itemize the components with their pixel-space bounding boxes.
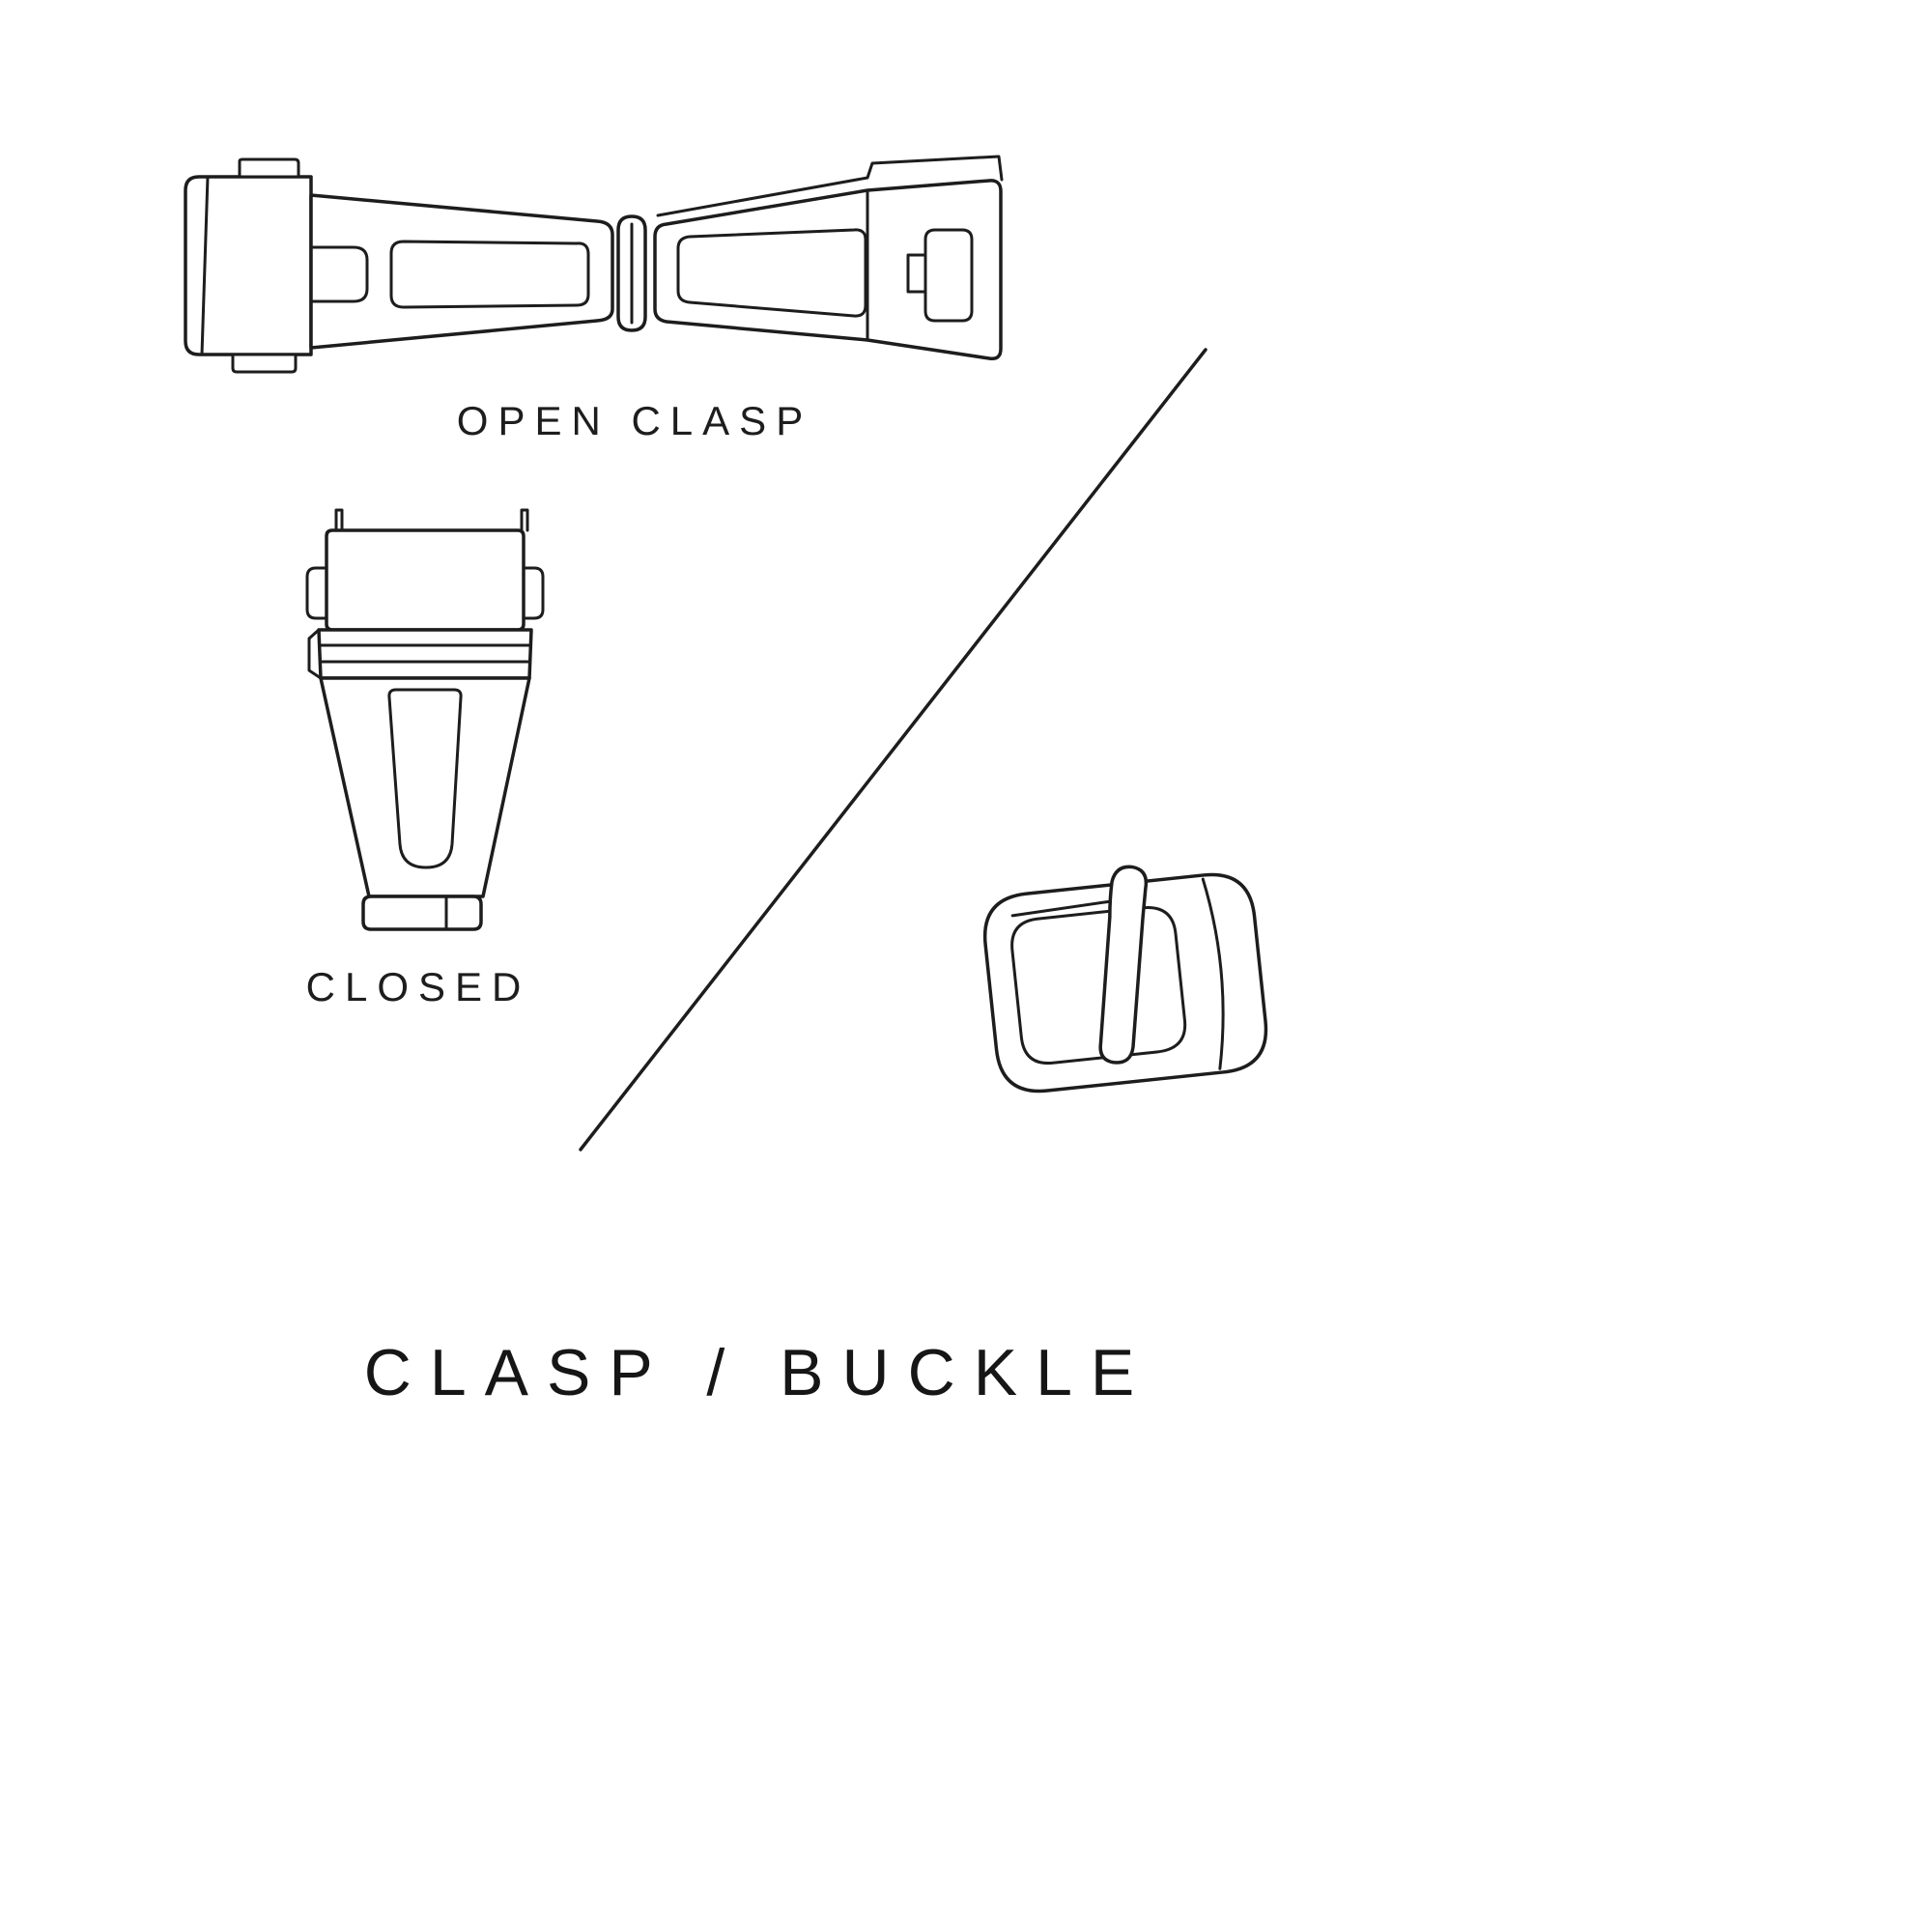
open-clasp-drawing-icon [184,155,1004,374]
closed-clasp-body [319,676,531,898]
closed-clasp-drawing-icon [305,508,545,931]
open-clasp-left-blade [309,193,614,350]
page-title: CLASP / BUCKLE [363,1336,1153,1409]
open-clasp-right-plate-edge [656,155,1004,217]
buckle-opening [1010,905,1187,1065]
closed-clasp-band [317,628,533,680]
open-clasp-right-blade [653,179,1003,361]
buckle-tang [1098,865,1149,1065]
diagonal-divider-line [579,348,1208,1151]
open-clasp-left-end [184,175,313,356]
closed-clasp-bottom-bar [361,895,483,931]
closed-clasp-top-block [325,528,526,632]
closed-clasp-prongs [334,508,344,532]
open-clasp-label: OPEN CLASP [456,398,813,443]
buckle-axle-pin [1010,899,1111,918]
tang-buckle-drawing-icon [982,865,1268,1094]
closed-label: CLOSED [305,964,531,1009]
